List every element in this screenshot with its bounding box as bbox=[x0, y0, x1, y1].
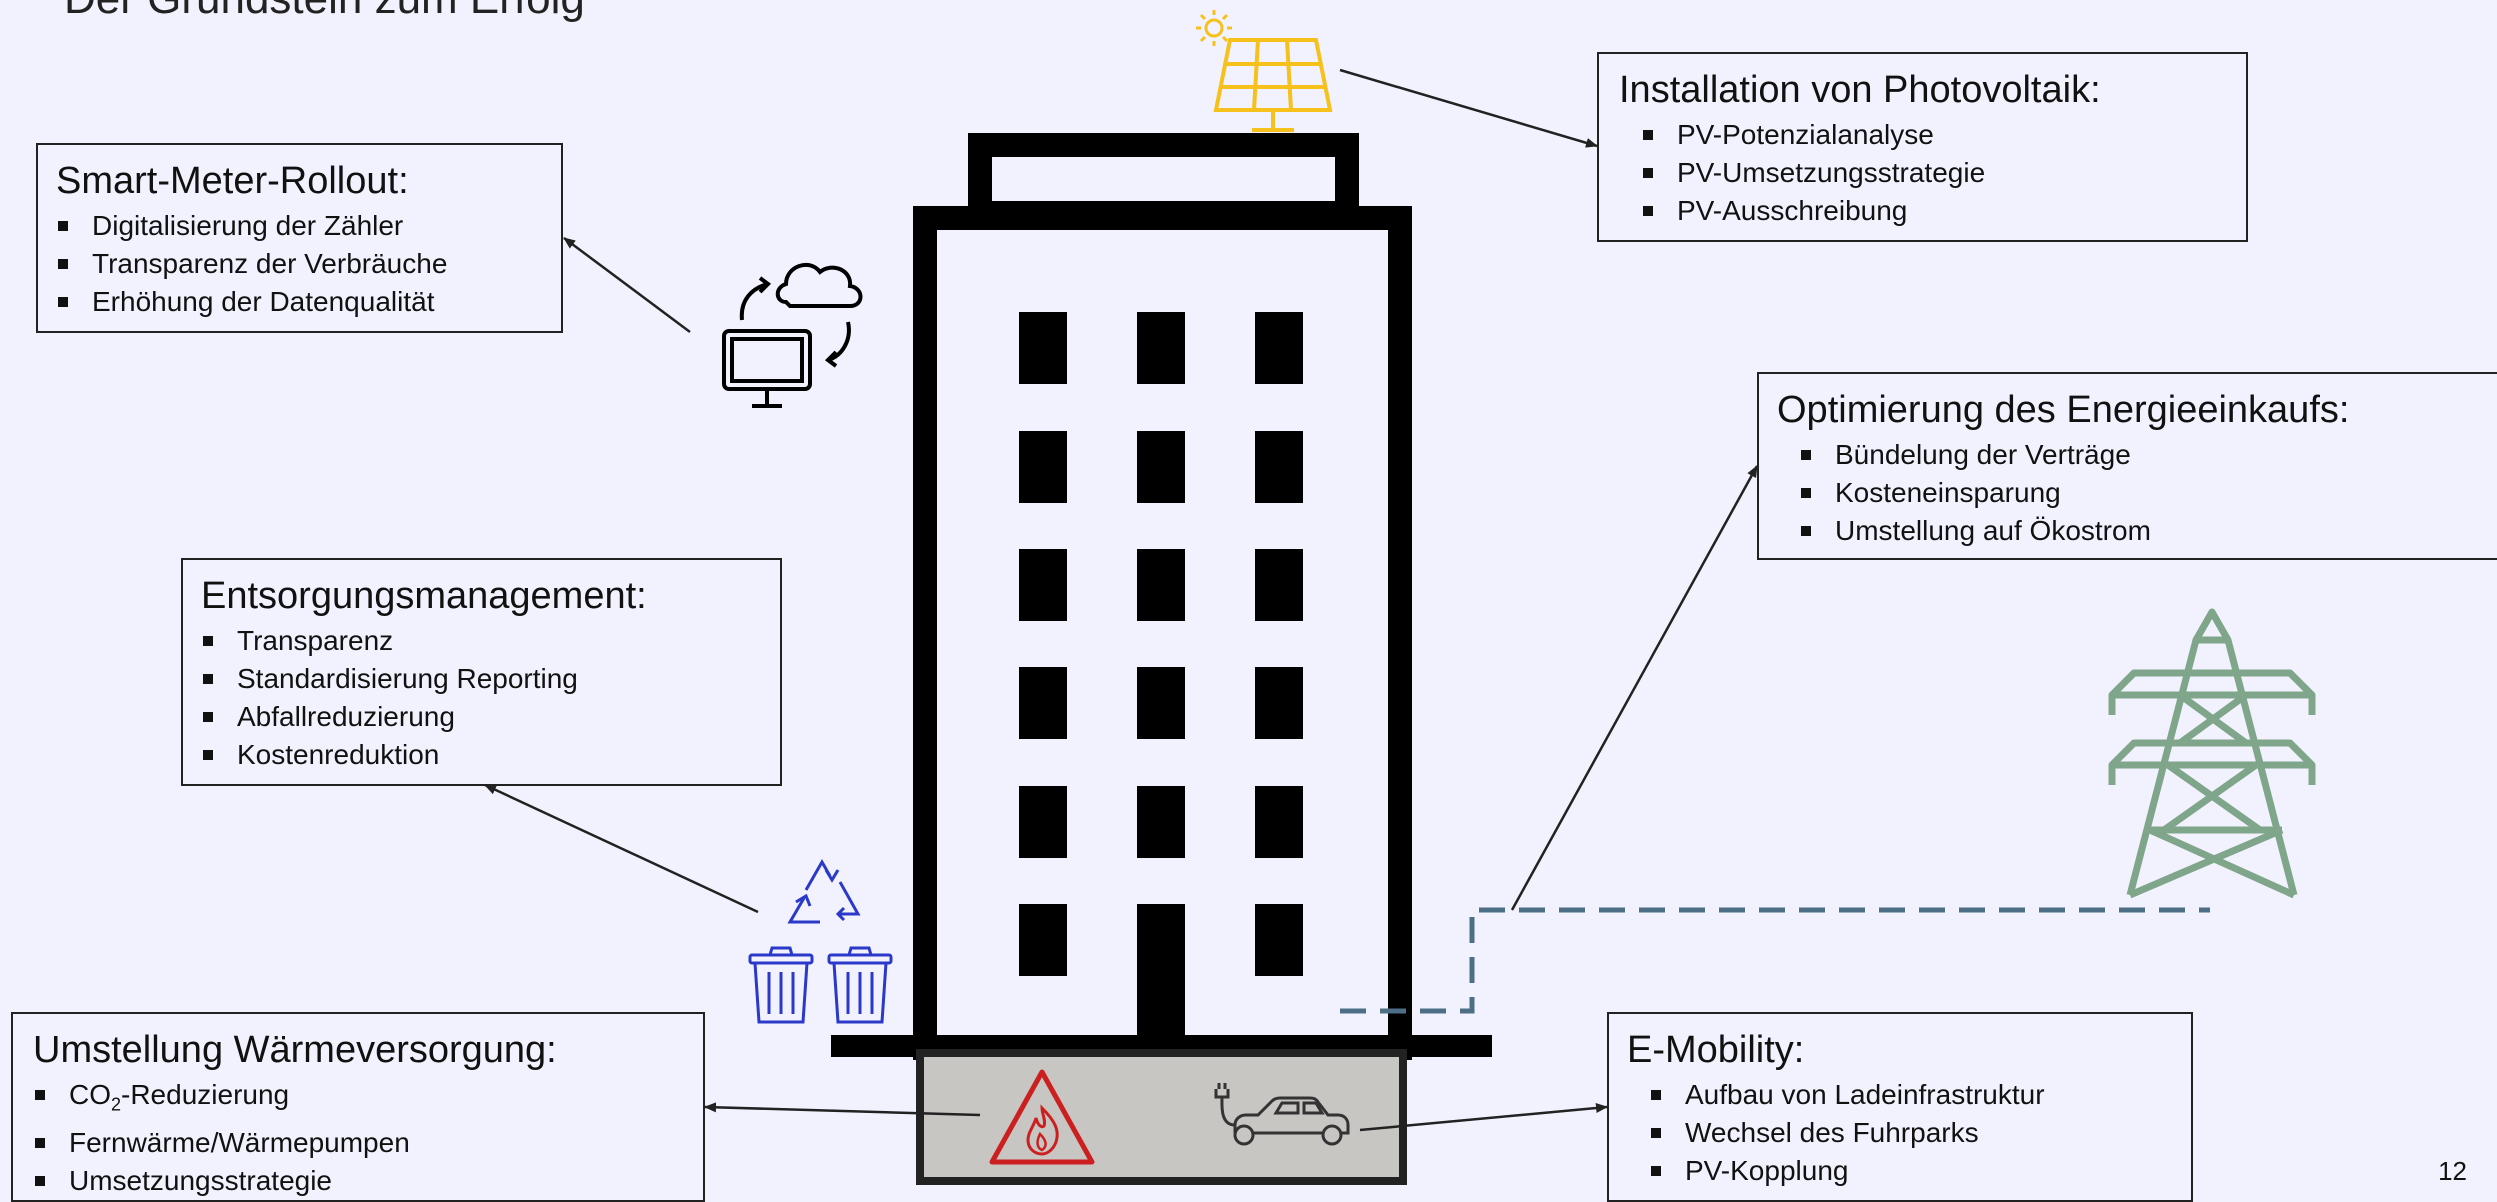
list-item: Bündelung der Verträge bbox=[1801, 436, 2497, 474]
list-item: Kosteneinsparung bbox=[1801, 474, 2497, 512]
co2-prefix: CO bbox=[69, 1079, 111, 1110]
emobility-box: E-Mobility: Aufbau von Ladeinfrastruktur… bbox=[1607, 1012, 2193, 1202]
list-item: Umstellung auf Ökostrom bbox=[1801, 512, 2497, 550]
power-pylon-icon bbox=[2108, 608, 2316, 899]
emobility-list: Aufbau von Ladeinfrastruktur Wechsel des… bbox=[1627, 1076, 2191, 1190]
computer-cloud-sync-icon bbox=[722, 262, 863, 408]
list-item: Transparenz bbox=[203, 622, 780, 660]
list-item: Kostenreduktion bbox=[203, 736, 780, 774]
entsorgung-list: Transparenz Standardisierung Reporting A… bbox=[201, 622, 780, 774]
waermeversorgung-list: CO2-Reduzierung Fernwärme/Wärmepumpen Um… bbox=[33, 1076, 703, 1200]
building-door bbox=[1137, 904, 1185, 1044]
electric-car-icon bbox=[1214, 1083, 1350, 1146]
arrow-emobility bbox=[1359, 1103, 1608, 1132]
list-item: Standardisierung Reporting bbox=[203, 660, 780, 698]
list-item: Fernwärme/Wärmepumpen bbox=[35, 1124, 703, 1162]
list-item: Erhöhung der Datenqualität bbox=[58, 283, 561, 321]
arrow-smart-meter bbox=[563, 236, 691, 334]
list-item: Digitalisierung der Zähler bbox=[58, 207, 561, 245]
arrow-energieeinkauf bbox=[1510, 465, 1759, 911]
list-item-co2: CO2-Reduzierung bbox=[35, 1076, 703, 1124]
photovoltaik-box: Installation von Photovoltaik: PV-Potenz… bbox=[1597, 52, 2248, 242]
photovoltaik-list: PV-Potenzialanalyse PV-Umsetzungsstrateg… bbox=[1619, 116, 2246, 230]
waermeversorgung-heading: Umstellung Wärmeversorgung: bbox=[33, 1029, 557, 1071]
power-cable-dashed bbox=[1340, 907, 2210, 1014]
entsorgung-box: Entsorgungsmanagement: Transparenz Stand… bbox=[181, 558, 782, 786]
waermeversorgung-box: Umstellung Wärmeversorgung: CO2-Reduzier… bbox=[11, 1012, 705, 1202]
energieeinkauf-list: Bündelung der Verträge Kosteneinsparung … bbox=[1777, 436, 2497, 550]
list-item: PV-Ausschreibung bbox=[1643, 192, 2246, 230]
arrow-entsorgung bbox=[484, 783, 759, 914]
building-roof bbox=[968, 133, 1359, 225]
list-item: Umsetzungsstrategie bbox=[35, 1162, 703, 1200]
connector-arrows bbox=[484, 68, 1759, 1132]
list-item: PV-Potenzialanalyse bbox=[1643, 116, 2246, 154]
energieeinkauf-heading: Optimierung des Energieeinkaufs: bbox=[1777, 389, 2350, 431]
arrow-photovoltaik bbox=[1339, 68, 1598, 148]
entsorgung-heading: Entsorgungsmanagement: bbox=[201, 575, 647, 617]
smart-meter-list: Digitalisierung der Zähler Transparenz d… bbox=[56, 207, 561, 321]
list-item: PV-Kopplung bbox=[1651, 1152, 2191, 1190]
solar-panel-icon bbox=[1213, 38, 1333, 132]
smart-meter-box: Smart-Meter-Rollout: Digitalisierung der… bbox=[36, 143, 563, 333]
energieeinkauf-box: Optimierung des Energieeinkaufs: Bündelu… bbox=[1757, 372, 2497, 560]
co2-subscript: 2 bbox=[111, 1094, 122, 1115]
trash-bin-icon bbox=[748, 946, 893, 1024]
emobility-heading: E-Mobility: bbox=[1627, 1029, 1805, 1071]
recycle-icon bbox=[787, 858, 861, 924]
list-item: Transparenz der Verbräuche bbox=[58, 245, 561, 283]
page-number: 12 bbox=[2438, 1156, 2467, 1186]
smart-meter-heading: Smart-Meter-Rollout: bbox=[56, 160, 409, 202]
co2-suffix: -Reduzierung bbox=[121, 1079, 290, 1110]
fire-warning-icon bbox=[989, 1069, 1095, 1165]
slide-title: Der Grundstein zum Erfolg bbox=[64, 0, 585, 24]
photovoltaik-heading: Installation von Photovoltaik: bbox=[1619, 69, 2101, 111]
arrow-waermeversorgung bbox=[704, 1102, 981, 1117]
list-item: Wechsel des Fuhrparks bbox=[1651, 1114, 2191, 1152]
sun-icon bbox=[1196, 10, 1232, 46]
building bbox=[831, 133, 1492, 1185]
list-item: Abfallreduzierung bbox=[203, 698, 780, 736]
list-item: Aufbau von Ladeinfrastruktur bbox=[1651, 1076, 2191, 1114]
list-item: PV-Umsetzungsstrategie bbox=[1643, 154, 2246, 192]
building-windows bbox=[1019, 312, 1303, 976]
